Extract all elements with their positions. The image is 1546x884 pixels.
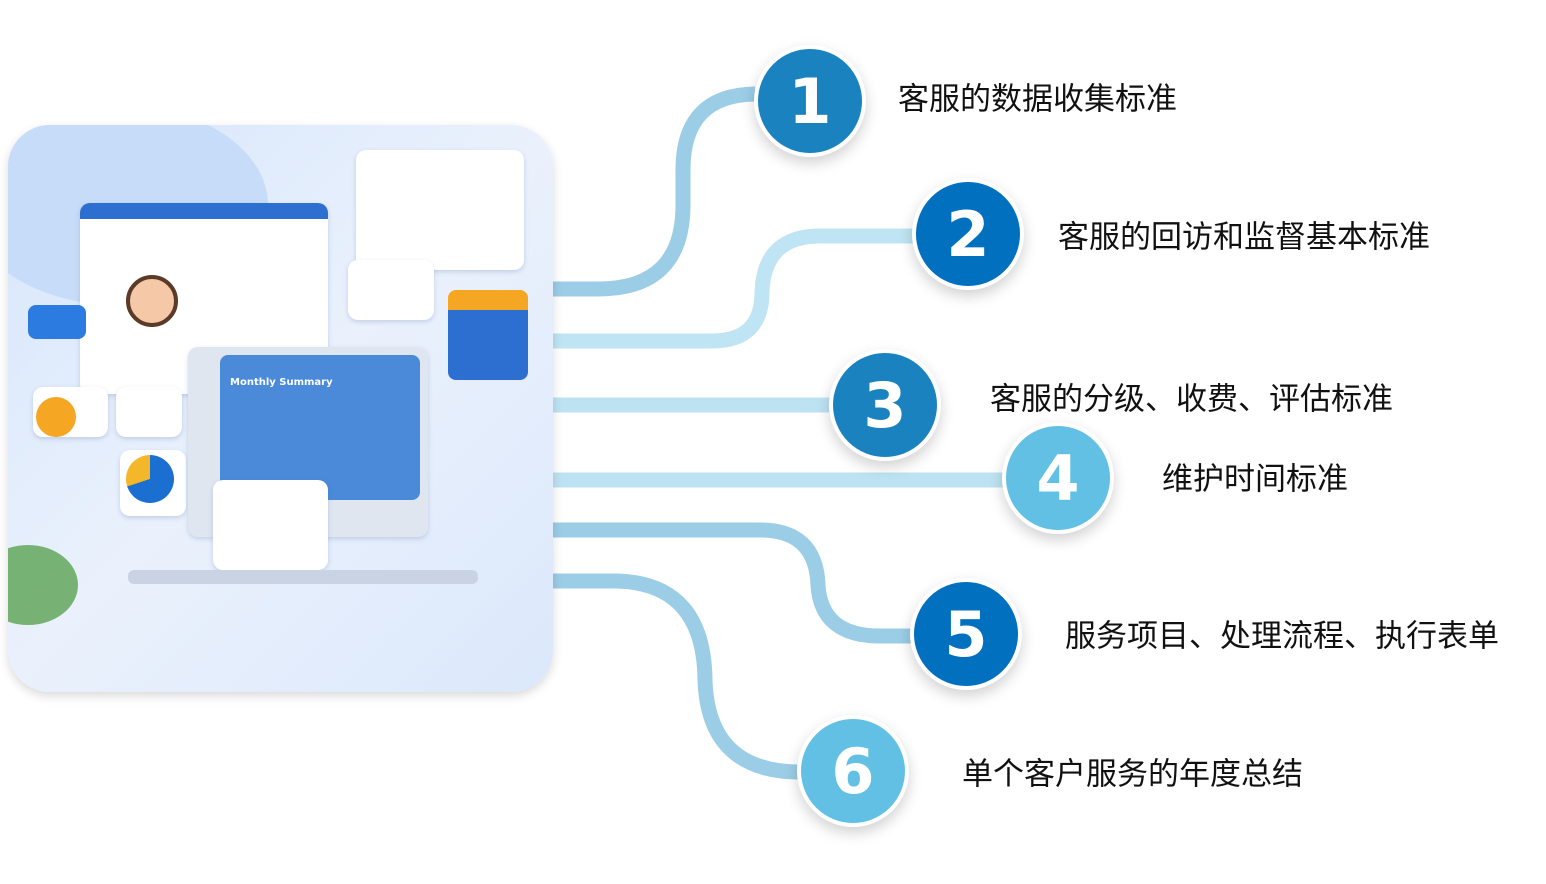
step-label-4: 维护时间标准 [1162,461,1348,498]
connector-1 [540,86,756,297]
step-number: 2 [946,197,990,271]
customer-service-illustration: Monthly Summary [8,125,553,692]
presentation-board [213,480,328,570]
connector-6 [540,573,801,780]
donut-chart-icon [126,455,174,503]
monthly-summary-title: Monthly Summary [230,377,333,388]
step-label-2: 客服的回访和监督基本标准 [1058,219,1430,256]
step-circle-2: 2 [912,178,1024,290]
step-number: 4 [1036,441,1080,515]
step-label-3: 客服的分级、收费、评估标准 [990,381,1393,418]
step-circle-3: 3 [829,349,941,461]
step-number: 3 [863,368,907,442]
connector-5 [540,522,915,644]
step-number: 5 [944,597,988,671]
connector-2 [540,228,915,349]
step-circle-6: 6 [797,715,909,827]
monthly-summary-screen: Monthly Summary [220,355,420,500]
plant-icon [8,545,78,625]
chart-panel-top-right [356,150,524,270]
step-circle-5: 5 [910,578,1022,690]
step-circle-1: 1 [754,45,866,157]
agent-avatar [126,275,178,327]
step-number: 6 [831,734,875,808]
step-number: 1 [788,64,832,138]
chat-bubble-icon [28,305,86,339]
pie-chart-card [348,260,434,320]
headset-icon [36,397,76,437]
bar-chart-card [116,387,182,437]
step-label-1: 客服的数据收集标准 [898,81,1177,118]
step-label-6: 单个客户服务的年度总结 [962,756,1303,793]
store-icon [448,290,528,380]
desk [128,570,478,584]
step-circle-4: 4 [1002,422,1114,534]
step-label-5: 服务项目、处理流程、执行表单 [1065,618,1499,655]
